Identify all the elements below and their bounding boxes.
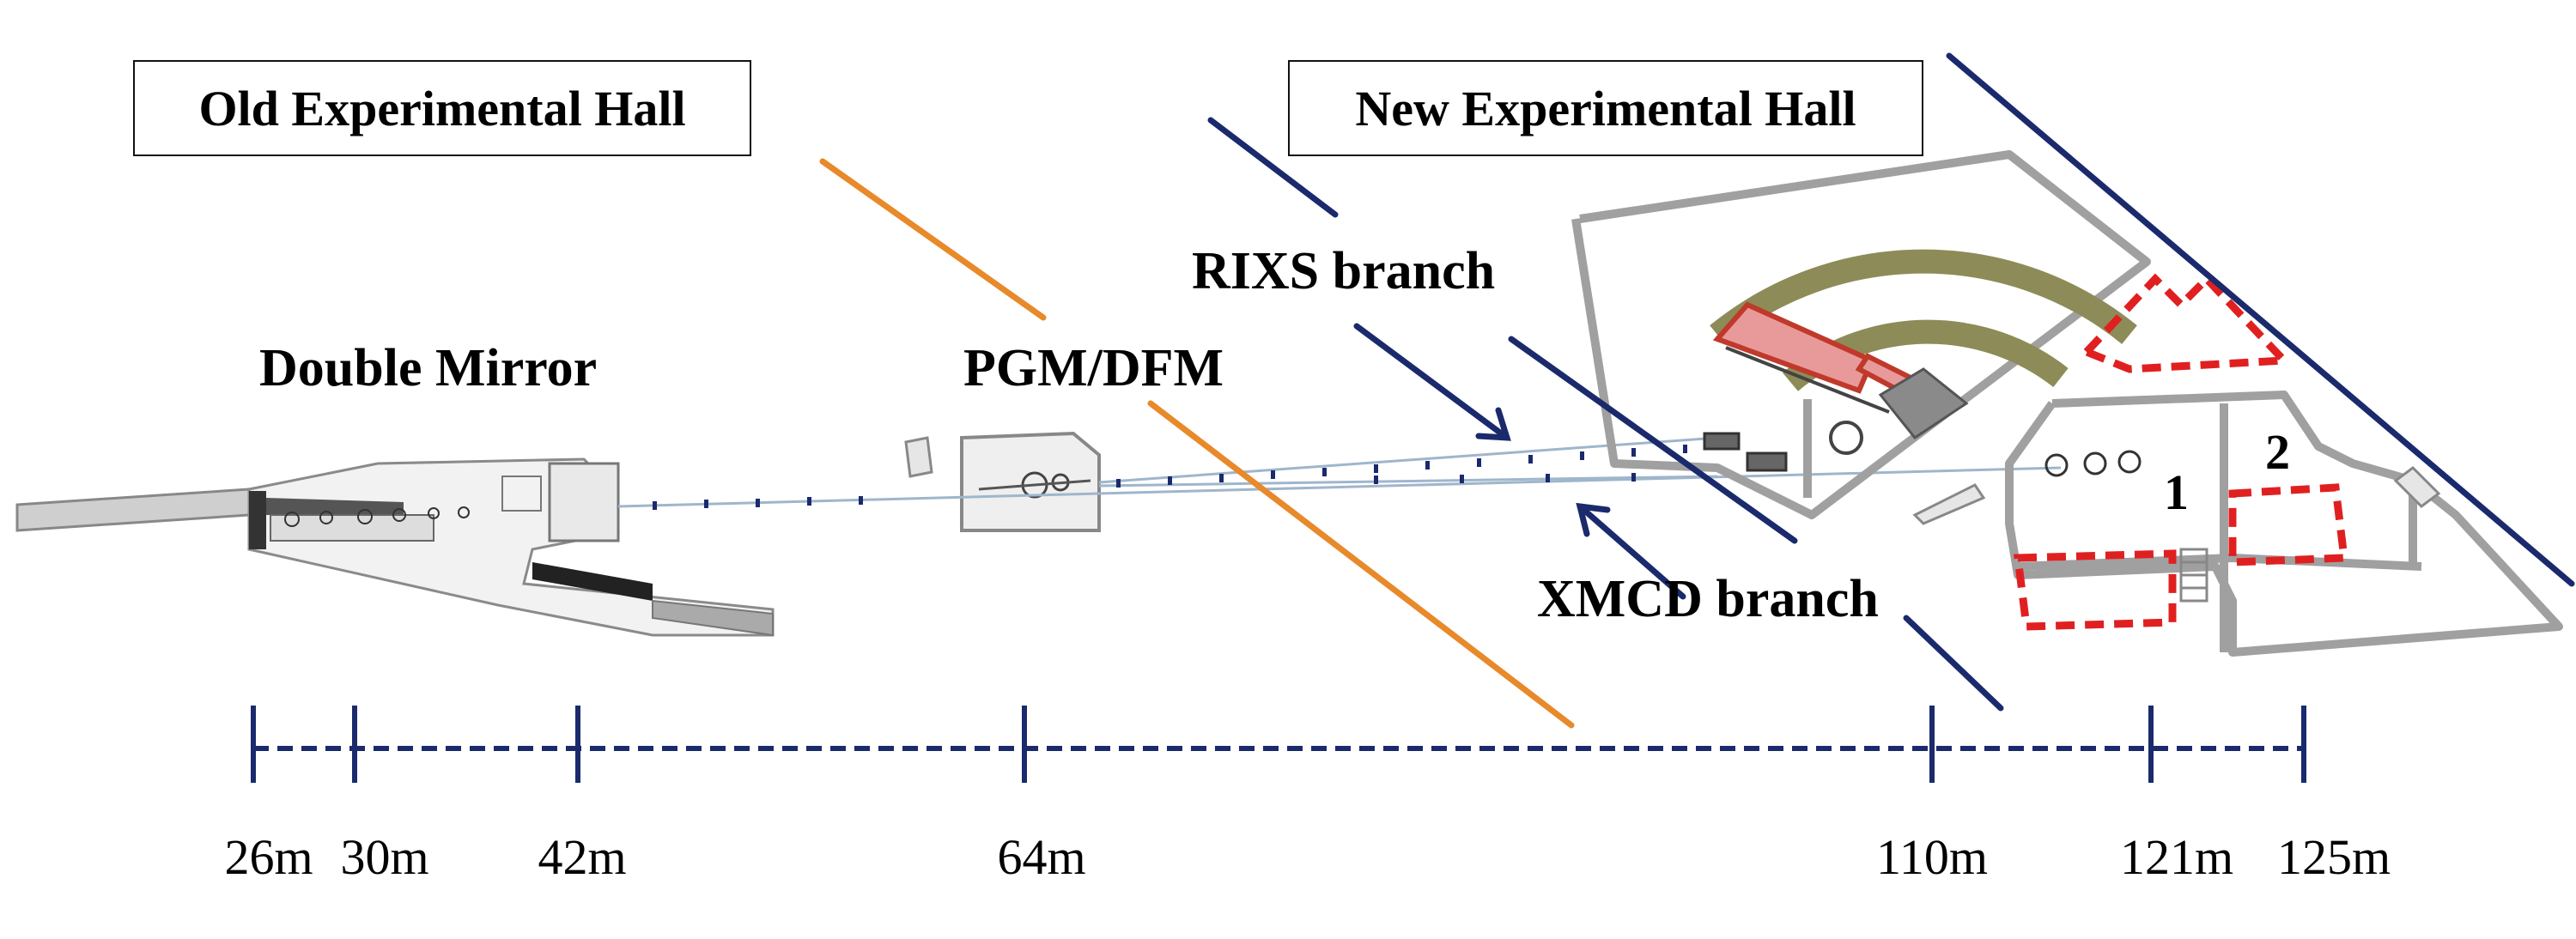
xmcd-station-equipment bbox=[1703, 432, 2142, 477]
new-hall-walls bbox=[1571, 150, 2563, 657]
scale-tick-label: 64m bbox=[997, 829, 1086, 885]
branch-arrows bbox=[1353, 323, 1686, 600]
old-hall-title: Old Experimental Hall bbox=[198, 80, 686, 136]
new-hall-box: New Experimental Hall bbox=[1288, 60, 1923, 156]
new-hall-title: New Experimental Hall bbox=[1355, 80, 1856, 136]
beam-markers bbox=[653, 445, 1687, 510]
xmcd-branch-label: XMCD branch bbox=[1537, 570, 1879, 628]
navy-boundary-lines bbox=[1207, 52, 2575, 712]
pgm-dfm-label: PGM/DFM bbox=[963, 339, 1224, 397]
scale-tick-label: 26m bbox=[224, 829, 313, 885]
station-2-label: 2 bbox=[2265, 424, 2290, 480]
beam-pipes bbox=[617, 436, 2062, 508]
rixs-arm bbox=[1712, 301, 1969, 455]
scale-tick-label: 42m bbox=[538, 829, 627, 885]
old-hall-box: Old Experimental Hall bbox=[133, 60, 751, 156]
pgm-dfm-hut bbox=[904, 431, 1101, 532]
orange-separator-lines bbox=[819, 158, 1575, 729]
end-station-rooms bbox=[2013, 273, 2349, 631]
station-1-label: 1 bbox=[2164, 464, 2189, 520]
double-mirror-label: Double Mirror bbox=[259, 339, 598, 397]
scale-tick-label: 30m bbox=[340, 829, 429, 885]
scale-tick-label: 125m bbox=[2276, 829, 2391, 885]
scale-tick-label: 121m bbox=[2119, 829, 2234, 885]
scale-tick-label: 110m bbox=[1876, 829, 1988, 885]
old-hall-structure bbox=[15, 457, 775, 637]
stairs bbox=[1912, 466, 2441, 603]
distance-scale bbox=[251, 706, 2306, 783]
rixs-branch-label: RIXS branch bbox=[1192, 242, 1496, 300]
